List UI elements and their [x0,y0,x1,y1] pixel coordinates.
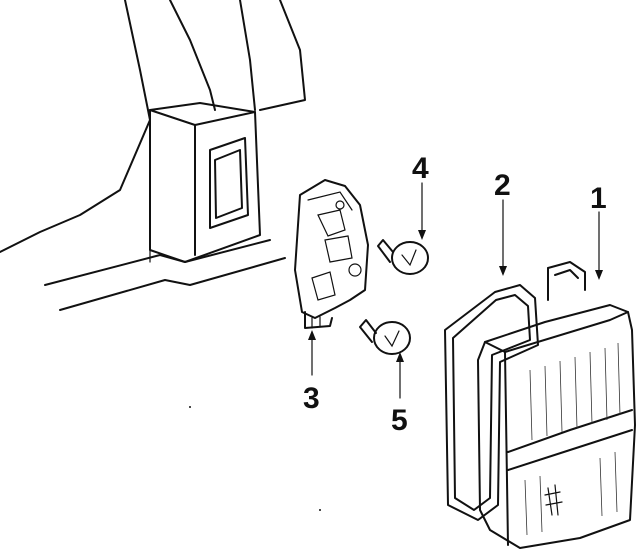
vehicle-body-panel [0,0,306,311]
lower-bulb [359,319,411,355]
lamp-housing-pocket [149,102,261,263]
tail-lamp-lens [477,261,636,549]
callout-5: 5 [391,404,408,437]
callout-1: 1 [590,182,607,215]
bulb-socket-board [294,179,369,329]
leader-lines [308,182,603,399]
arrow-4 [418,230,426,240]
arrow-2 [499,266,507,276]
speck [189,406,191,408]
arrow-1 [595,270,603,280]
upper-bulb [377,239,429,275]
lens-gasket [444,284,539,521]
callout-3: 3 [303,382,320,415]
callout-4: 4 [412,152,429,185]
arrow-3 [308,330,316,340]
speck [319,509,321,511]
callout-2: 2 [494,169,511,202]
arrow-5 [396,352,404,362]
